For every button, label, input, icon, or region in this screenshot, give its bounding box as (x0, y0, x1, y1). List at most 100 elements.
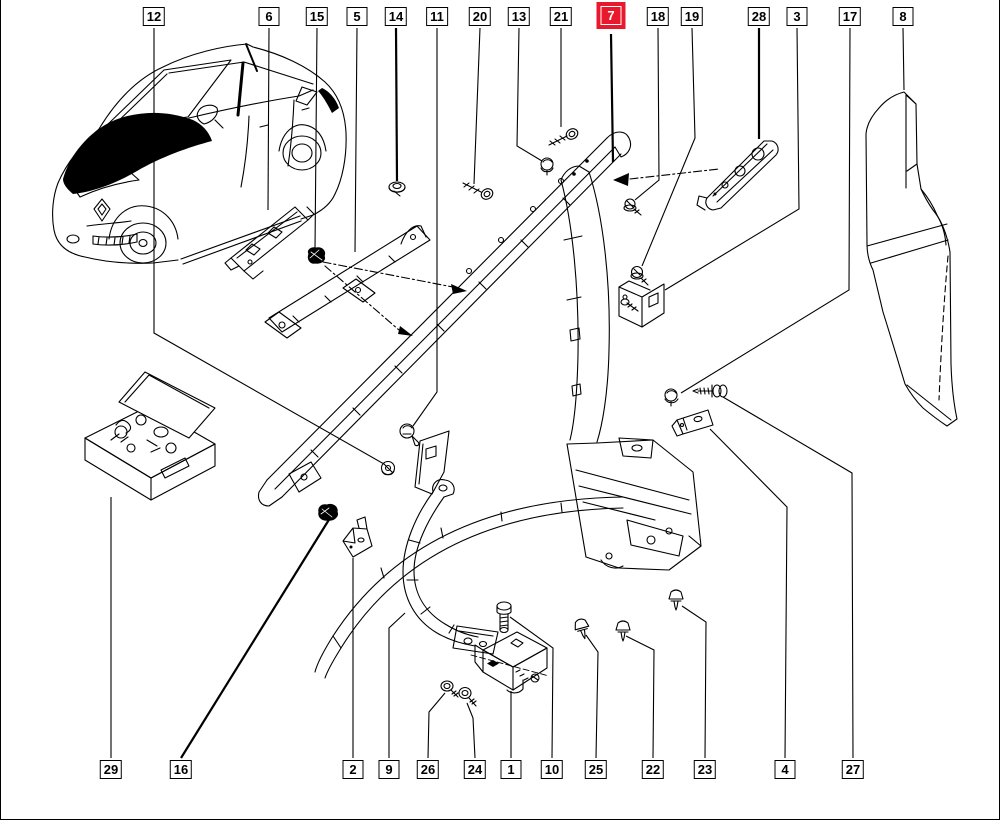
part-callout-8[interactable]: 8 (892, 7, 914, 26)
part-17-clip-nut (664, 388, 679, 407)
vehicle-overview-illustration (52, 43, 347, 265)
part-number: 17 (842, 9, 858, 24)
part-callout-14[interactable]: 14 (384, 7, 408, 26)
part-number: 21 (553, 9, 569, 24)
box-lid (118, 371, 216, 439)
part-3-angle-bracket (618, 280, 665, 328)
part-callout-5[interactable]: 5 (346, 7, 368, 26)
part-callout-28[interactable]: 28 (747, 7, 771, 26)
mounting-indicators (322, 168, 720, 336)
part-number: 5 (353, 9, 361, 24)
part-number: 9 (385, 762, 393, 777)
part-20-screw (462, 182, 494, 200)
part-11-grommet (399, 423, 420, 447)
part-number: 7 (600, 6, 622, 25)
part-16-clip (318, 503, 338, 521)
part-callout-18[interactable]: 18 (646, 7, 670, 26)
part-4-plate-bracket (671, 409, 714, 437)
part-callout-26[interactable]: 26 (416, 760, 440, 779)
part-number: 27 (845, 762, 861, 777)
part-2-bracket-foot (342, 516, 373, 558)
part-28-fender-bracket (696, 140, 779, 211)
part-number: 13 (511, 9, 527, 24)
part-callout-10[interactable]: 10 (540, 760, 564, 779)
part-23-push-clip (668, 589, 684, 611)
highlighted-fender-zone (63, 112, 212, 194)
part-callout-16[interactable]: 16 (169, 760, 193, 779)
part-callout-13[interactable]: 13 (507, 7, 531, 26)
part-callout-6[interactable]: 6 (258, 7, 280, 26)
part-number: 19 (684, 9, 700, 24)
headlamp (72, 171, 140, 198)
part-12-nut (380, 460, 396, 476)
part-25-push-clip (574, 618, 590, 640)
part-number: 22 (645, 762, 661, 777)
brand-diamond (93, 198, 111, 222)
part-number: 28 (751, 9, 767, 24)
part-14-dome-nut (388, 181, 406, 197)
part-callout-17[interactable]: 17 (838, 7, 862, 26)
part-number: 25 (588, 762, 604, 777)
part-callout-15[interactable]: 15 (305, 7, 329, 26)
part-number: 26 (420, 762, 436, 777)
part-number: 3 (793, 9, 801, 24)
part-callout-2[interactable]: 2 (342, 760, 364, 779)
part-number: 4 (781, 762, 789, 777)
part-callout-7[interactable]: 7 (596, 2, 626, 29)
rear-wheel (282, 135, 322, 171)
part-callout-24[interactable]: 24 (463, 760, 487, 779)
part-number: 2 (349, 762, 357, 777)
part-number: 8 (899, 9, 907, 24)
part-27-screw (692, 384, 728, 398)
part-callout-12[interactable]: 12 (142, 7, 166, 26)
part-15-clip (307, 247, 326, 264)
part-number: 12 (146, 9, 162, 24)
part-callout-21[interactable]: 21 (549, 7, 573, 26)
part-callout-3[interactable]: 3 (786, 7, 808, 26)
part-number: 23 (697, 762, 713, 777)
part-number: 10 (544, 762, 560, 777)
part-callout-19[interactable]: 19 (680, 7, 704, 26)
fender-pillar-and-wheel-arch (314, 165, 702, 679)
part-19-screw (630, 265, 649, 286)
part-callout-11[interactable]: 11 (426, 7, 448, 26)
mounting-plate (414, 430, 450, 495)
part-26-screw (440, 680, 459, 698)
part-22-push-clip (615, 620, 631, 642)
part-callout-22[interactable]: 22 (641, 760, 665, 779)
part-10-stud-bolt (496, 601, 512, 634)
part-callout-29[interactable]: 29 (99, 760, 123, 779)
part-callout-9[interactable]: 9 (378, 760, 400, 779)
part-number: 14 (388, 9, 404, 24)
door-lines (240, 99, 310, 188)
side-mirror (196, 104, 224, 129)
part-callout-25[interactable]: 25 (584, 760, 608, 779)
wheel-arch (332, 496, 624, 649)
part-number: 11 (430, 9, 444, 24)
part-number: 1 (507, 762, 515, 777)
part-callout-4[interactable]: 4 (774, 760, 796, 779)
part-number: 29 (103, 762, 119, 777)
part-18-screw (623, 198, 642, 216)
part-5-support-rail (264, 225, 431, 339)
tail-lamp (318, 88, 339, 113)
bumper-grille (92, 233, 138, 246)
part-24-screw (458, 686, 477, 707)
part-21-screw (548, 128, 579, 146)
part-13-clip-nut (540, 157, 554, 176)
part-number: 16 (173, 762, 189, 777)
part-callout-23[interactable]: 23 (693, 760, 717, 779)
part-number: 20 (472, 9, 488, 24)
fog-lamp (66, 234, 80, 244)
front-wheel (119, 222, 167, 264)
part-6-support-bracket (224, 206, 315, 280)
part-number: 18 (650, 9, 666, 24)
part-number: 15 (309, 9, 325, 24)
part-7-fender-upper-rail (257, 131, 632, 507)
part-callout-1[interactable]: 1 (500, 760, 522, 779)
part-number: 24 (467, 762, 483, 777)
part-callout-20[interactable]: 20 (468, 7, 492, 26)
part-callout-27[interactable]: 27 (841, 760, 865, 779)
